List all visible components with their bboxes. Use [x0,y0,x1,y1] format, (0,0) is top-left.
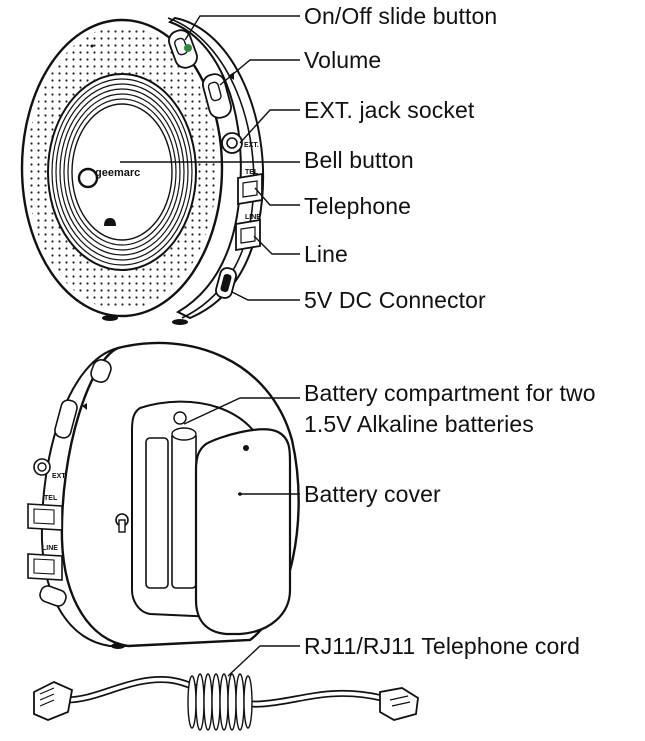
rear-volume-slider[interactable] [53,399,87,440]
label-cord: RJ11/RJ11 Telephone cord [304,633,581,659]
label-ext-jack: EXT. jack socket [304,97,475,123]
rj11-plug-right-icon [379,687,419,721]
rear-tel-marking: TEL [44,495,58,502]
label-volume: Volume [304,47,382,73]
brand-logo-icon [77,167,99,189]
power-indicator-icon [184,44,192,52]
rear-ext-jack[interactable]: EXT. [33,458,67,480]
line-port[interactable]: LINE [235,214,261,252]
label-bell-button: Bell button [304,147,414,173]
bell-icon [104,218,116,226]
wall-mount-keyhole-icon [115,513,129,533]
battery-cover[interactable] [194,428,292,636]
rear-ext-marking: EXT. [52,473,67,480]
on-off-slide-button[interactable] [166,27,200,70]
telephone-port[interactable]: TEL [237,169,263,206]
label-dc-connector: 5V DC Connector [304,287,486,313]
line-marking: LINE [245,214,261,221]
rj11-plug-left-icon [33,681,74,721]
battery-compartment[interactable] [145,411,197,589]
callout-lines-top [120,15,300,301]
volume-slider[interactable] [201,72,234,120]
brand-text: geemarc [95,167,140,179]
rear-device: EXT. TEL LINE [27,341,300,649]
rear-line-marking: LINE [42,545,58,552]
ext-jack-socket[interactable]: EXT. [221,132,259,154]
label-on-off: On/Off slide button [304,3,498,29]
rear-speaker-icon [82,403,87,410]
label-line: Line [304,241,348,267]
label-battery-compartment: Battery compartment for two 1.5V Alkalin… [304,380,596,437]
label-battery-cover: Battery cover [304,481,441,507]
ext-marking: EXT. [244,142,259,149]
rear-telephone-port[interactable]: TEL [27,495,63,531]
dc-connector[interactable] [214,266,237,299]
label-telephone: Telephone [304,193,412,219]
rear-dc-connector[interactable] [38,584,68,608]
callout-line-cord [227,645,300,677]
front-device: geemarc EXT. TEL [20,16,265,325]
telephone-cord [33,673,419,731]
tel-marking: TEL [245,169,259,176]
rear-on-off-slide[interactable] [89,358,113,385]
callout-lines-bottom [183,397,300,495]
rear-line-port[interactable]: LINE [27,545,63,581]
